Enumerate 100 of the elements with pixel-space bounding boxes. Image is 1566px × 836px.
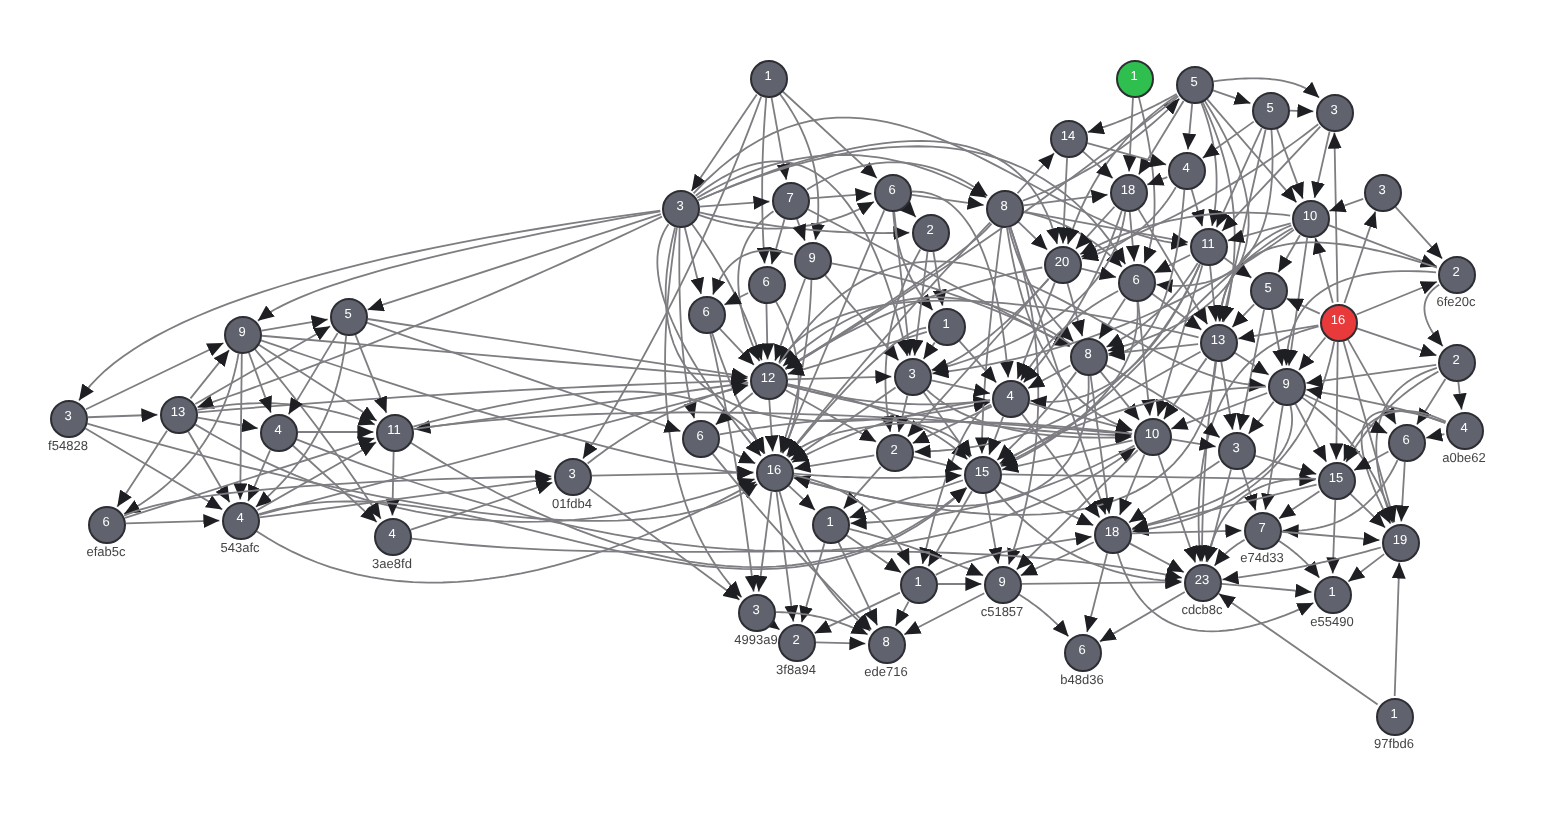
arrow	[806, 208, 1071, 348]
arrow	[919, 403, 993, 565]
arrow	[354, 333, 388, 414]
arrow	[718, 418, 973, 458]
arrow	[1099, 370, 1141, 421]
arrow	[1342, 410, 1447, 462]
arrow	[1081, 150, 1114, 180]
arrow	[999, 301, 1139, 467]
arrow	[930, 379, 991, 397]
arrow	[1016, 281, 1056, 380]
arrow	[1452, 380, 1467, 411]
node-circle	[1249, 271, 1287, 309]
arrow	[937, 577, 983, 591]
arrow	[1355, 280, 1438, 316]
node-circle	[1189, 227, 1227, 265]
arrow	[258, 473, 553, 519]
arrow	[1153, 254, 1191, 274]
arrow	[256, 210, 662, 322]
arrow	[692, 116, 1189, 250]
arrow	[894, 600, 910, 627]
arrow	[830, 262, 1071, 348]
arrow	[927, 490, 973, 568]
arrow	[1131, 404, 1293, 532]
arrow	[782, 296, 1073, 367]
arrow	[1221, 125, 1322, 232]
node-circle	[755, 453, 793, 491]
arrow	[934, 531, 1093, 576]
node-circle	[875, 433, 913, 471]
arrow	[412, 411, 1133, 440]
arrow	[910, 193, 985, 210]
arrow	[247, 449, 271, 502]
arrow	[1081, 186, 1177, 262]
node-circle	[793, 241, 831, 279]
arrow	[1346, 338, 1397, 425]
arrow	[778, 260, 1267, 392]
arrow	[912, 455, 963, 472]
arrow	[813, 591, 901, 635]
node-circle	[1069, 337, 1107, 375]
arrow	[412, 390, 766, 455]
arrow	[911, 190, 1014, 379]
arrow	[1086, 93, 1178, 135]
arrow	[988, 415, 1004, 456]
node-circle	[681, 419, 719, 457]
arrow	[1015, 449, 1139, 571]
arrow	[784, 266, 1044, 370]
arrow	[775, 490, 799, 623]
arrow	[587, 487, 741, 601]
arrow	[698, 211, 911, 241]
node-circle	[927, 307, 965, 345]
arrow	[806, 161, 989, 197]
arrow	[1022, 189, 1109, 207]
arrow	[1195, 360, 1217, 563]
node-circle	[811, 505, 849, 543]
node-circle	[1199, 323, 1237, 361]
arrow	[764, 399, 779, 453]
arrow	[1200, 101, 1223, 227]
arrow	[291, 444, 378, 523]
node-circle	[159, 395, 197, 433]
node-circle	[1291, 199, 1329, 237]
arrow	[260, 315, 329, 332]
node-circle	[1093, 515, 1131, 553]
node-circle	[771, 181, 809, 219]
arrow	[1212, 77, 1321, 99]
arrow	[1170, 437, 1217, 451]
arrow	[1084, 552, 1108, 633]
arrow	[1022, 210, 1123, 384]
arrow	[194, 423, 756, 523]
node-circle	[373, 517, 411, 555]
arrow	[1122, 97, 1137, 173]
node-circle	[1183, 563, 1221, 601]
arrow	[1215, 127, 1263, 229]
arrow	[196, 215, 663, 409]
arrow	[1138, 96, 1157, 264]
arrow	[784, 389, 877, 443]
arrow	[1277, 234, 1301, 274]
arrow	[1356, 327, 1438, 357]
arrow	[1182, 103, 1197, 151]
arrow	[880, 248, 922, 433]
arrow	[842, 466, 882, 510]
arrow	[256, 441, 377, 511]
arrow	[1201, 120, 1255, 159]
arrow	[1305, 363, 1438, 388]
arrow	[697, 145, 1127, 266]
arrow	[1247, 400, 1275, 435]
arrow	[958, 340, 998, 384]
node-circle	[687, 295, 725, 333]
arrow	[785, 221, 992, 457]
node-circle	[1315, 93, 1353, 131]
arrow	[790, 386, 897, 462]
arrow	[1223, 256, 1253, 279]
arrow	[123, 469, 553, 517]
node-circle	[1445, 411, 1483, 449]
node-circle	[1381, 523, 1419, 561]
arrow	[1207, 265, 1222, 323]
node-circle	[1115, 59, 1153, 97]
arrow	[1294, 402, 1328, 463]
arrow	[906, 278, 1050, 438]
arrow	[931, 228, 1295, 379]
arrow	[255, 481, 757, 584]
arrow	[793, 469, 963, 484]
